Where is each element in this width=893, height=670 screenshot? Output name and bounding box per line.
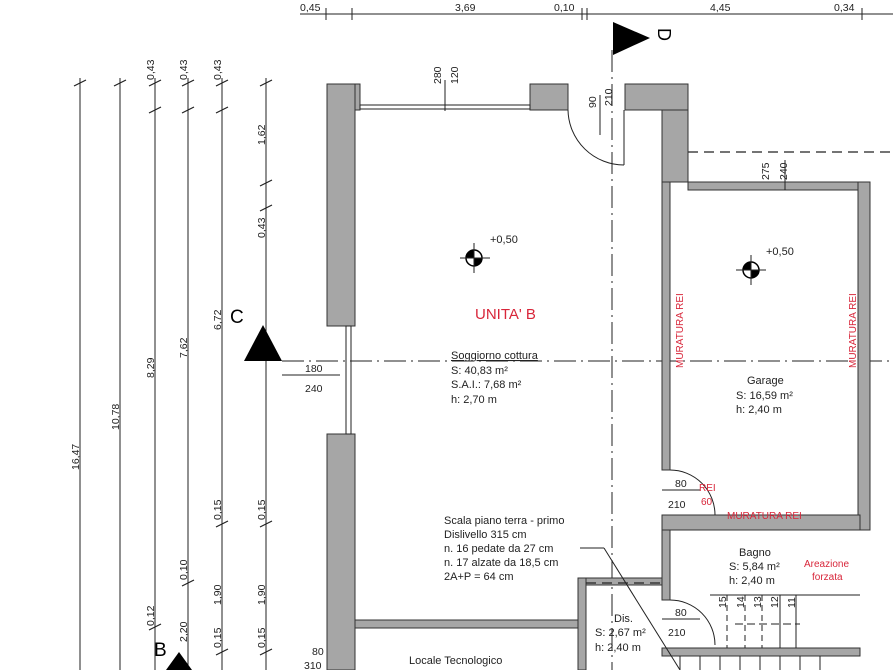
dim-c4-5: 0,15 [256, 627, 268, 648]
dis-door-height: 210 [668, 627, 686, 639]
dim-total-5: 6,72 [212, 309, 224, 330]
dim-total-3: 8,29 [145, 357, 157, 378]
room-name-bagno: Bagno [739, 547, 771, 559]
section-marker-d-icon [613, 22, 650, 55]
room-height-dis: h: 2,40 m [595, 642, 641, 654]
fire-wall-label-left: MURATURA REI [675, 293, 686, 368]
dim-col-top-2: 0,43 [178, 59, 190, 80]
window-height: 120 [449, 66, 461, 84]
walls [326, 83, 871, 670]
dim-c4-2: 0,43 [256, 217, 268, 238]
ventilation-label: Areazione [804, 559, 849, 570]
dim-total-4: 7,62 [178, 337, 190, 358]
section-label-d: D [654, 28, 674, 41]
stair-number: 15 [717, 596, 729, 608]
room-height-bagno: h: 2,40 m [729, 575, 775, 587]
level-marker-living-icon [460, 243, 490, 273]
garage-door-height: 210 [668, 499, 686, 511]
openings [282, 80, 786, 670]
garage-opening-width: 275 [760, 162, 772, 180]
fire-wall-label-bottom: MURATURA REI [727, 511, 802, 522]
fire-door-rating: 60 [701, 497, 713, 508]
stair-note-line: n. 17 alzate da 18,5 cm [444, 557, 558, 569]
section-marker-c-icon [244, 325, 282, 361]
stair-note-line: Scala piano terra - primo [444, 515, 564, 527]
room-area-garage: S: 16,59 m² [736, 390, 793, 402]
room-area-dis: S: 2,67 m² [595, 627, 646, 639]
top-dimension-line: 0,45 3,69 0,10 4,45 0,34 [300, 2, 893, 20]
stair-number: 13 [752, 596, 764, 608]
dim-top-4: 4,45 [710, 2, 731, 14]
room-height-living: h: 2,70 m [451, 394, 497, 406]
ventilation-label-2: forzata [812, 572, 843, 583]
dim-c1-1: 0,12 [145, 605, 157, 626]
window-left-height: 240 [305, 383, 323, 395]
dim-c4-3: 0,15 [256, 499, 268, 520]
dim-col-top-3: 0,43 [212, 59, 224, 80]
room-area-bagno: S: 5,84 m² [729, 561, 780, 573]
room-height-garage: h: 2,40 m [736, 404, 782, 416]
garage-door-width: 80 [675, 478, 687, 490]
stair-number: 14 [735, 596, 747, 608]
dim-total-1: 16,47 [70, 444, 82, 470]
room-name-garage: Garage [747, 375, 784, 387]
tech-door-width: 80 [312, 646, 324, 658]
dim-c3-2: 1,90 [212, 584, 224, 605]
stair-note-line: 2A+P = 64 cm [444, 571, 514, 583]
door-height: 210 [603, 88, 615, 106]
level-marker-garage-icon [736, 255, 766, 285]
room-sai-living: S.A.I.: 7,68 m² [451, 379, 522, 391]
fire-door-label: REI [699, 483, 716, 494]
dim-c4-1: 1,62 [256, 124, 268, 145]
room-name-dis: Dis. [614, 613, 633, 625]
dim-top-5: 0,34 [834, 2, 855, 14]
dim-c3-1: 0,15 [212, 499, 224, 520]
dim-c2-1: 0,10 [178, 559, 190, 580]
stair-number: 11 [786, 597, 798, 608]
dim-c3-3: 0,15 [212, 627, 224, 648]
dim-top-1: 0,45 [300, 2, 321, 14]
room-name-tech: Locale Tecnologico [409, 655, 502, 667]
window-left-width: 180 [305, 363, 323, 375]
level-label-garage: +0,50 [766, 246, 794, 258]
dim-c4-4: 1,90 [256, 584, 268, 605]
stair-note: Scala piano terra - primo Dislivello 315… [444, 515, 564, 583]
left-dimension-lines: 16,47 10,78 8,29 7,62 6,72 0,43 0,43 0,4… [70, 59, 273, 670]
fire-wall-label-right: MURATURA REI [848, 293, 859, 368]
dim-top-2: 3,69 [455, 2, 476, 14]
level-label-living: +0,50 [490, 234, 518, 246]
section-label-b: B [154, 640, 167, 661]
stair-note-line: Dislivello 315 cm [444, 529, 527, 541]
stair-number: 12 [769, 596, 781, 608]
dim-c2-2: 2,20 [178, 621, 190, 642]
dim-top-3: 0,10 [554, 2, 575, 14]
dim-col-top-1: 0,43 [145, 59, 157, 80]
door-width: 90 [587, 96, 599, 108]
dis-door-width: 80 [675, 607, 687, 619]
garage-opening-height: 240 [778, 162, 790, 180]
unit-label: UNITA' B [475, 306, 536, 323]
tech-door-height: 310 [304, 660, 322, 670]
stair-note-line: n. 16 pedate da 27 cm [444, 543, 553, 555]
dim-total-2: 10,78 [110, 404, 122, 430]
section-label-c: C [230, 307, 244, 328]
section-marker-b-icon [166, 652, 192, 670]
room-area-living: S: 40,83 m² [451, 365, 508, 377]
stairs: 15 14 13 12 11 [679, 594, 860, 670]
window-width: 280 [432, 66, 444, 84]
room-name-living: Soggiorno cottura [451, 350, 539, 362]
